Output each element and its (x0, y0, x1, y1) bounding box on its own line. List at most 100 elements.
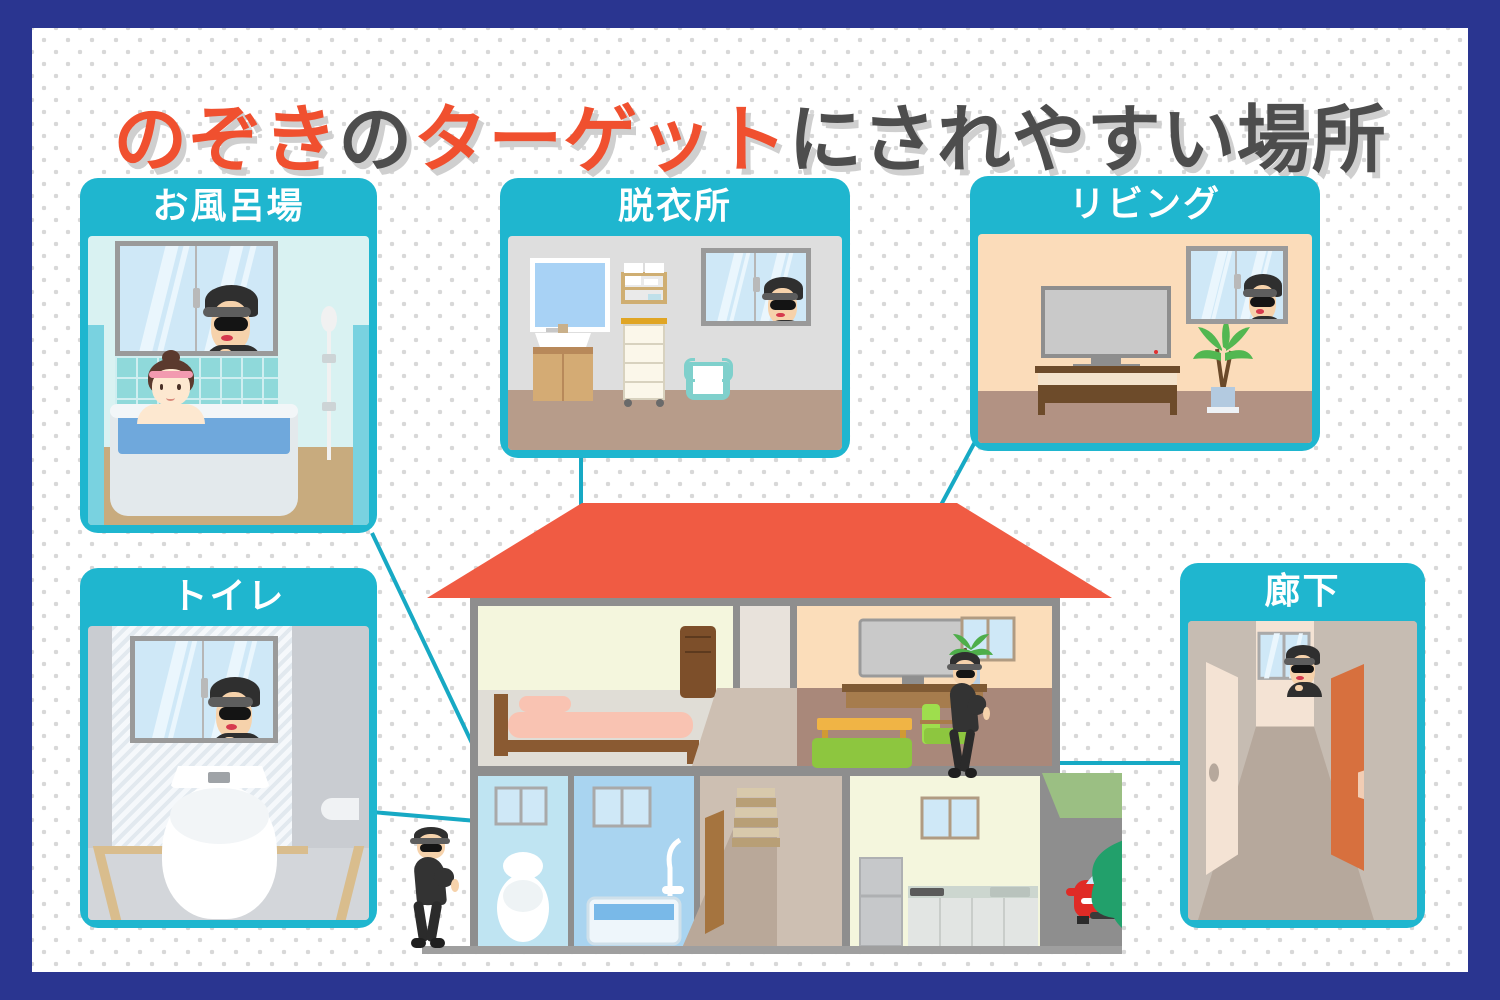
panel-toilet[interactable]: トイレ (80, 568, 377, 928)
shower-hose (327, 330, 331, 460)
eye (177, 384, 181, 390)
bath-wall-edge (353, 325, 369, 525)
toilet-window[interactable] (130, 636, 278, 743)
peeper-mouth (1296, 675, 1304, 680)
cart-wheel (624, 399, 632, 407)
bath-wall-edge (88, 325, 104, 525)
burglar-fist (983, 706, 990, 720)
mouth (165, 395, 176, 402)
peeper-mouth (225, 723, 237, 730)
sunglasses-icon (419, 844, 443, 852)
peeper-body (206, 344, 261, 351)
title-segment-1: のぞき (113, 98, 339, 181)
panel-scene-toilet (88, 626, 369, 920)
armchair-arm (920, 720, 972, 724)
peeping-man-living-room (1242, 270, 1283, 324)
potted-palm (1193, 319, 1253, 415)
house-bath-water (594, 904, 674, 920)
sunglasses-icon (770, 300, 797, 310)
title-segment-3: ターゲット (413, 98, 789, 181)
panel-hallway[interactable]: 廊下 (1180, 563, 1425, 928)
cabinet-line (685, 651, 711, 653)
living-room-window[interactable] (1186, 246, 1288, 324)
window-pane-left (120, 246, 197, 351)
tv-neck (902, 676, 924, 684)
shower-holder (322, 402, 336, 411)
panel-title-hallway: 廊下 (1264, 570, 1341, 611)
changing-room-window[interactable] (701, 248, 811, 326)
peeper-hand (1254, 320, 1264, 324)
living-low-table (817, 718, 912, 730)
burglar-leg (959, 728, 976, 772)
title-segment-2: の (338, 98, 414, 181)
peeper-hand (774, 323, 784, 326)
title-segment-4: にされやすい場所 (788, 98, 1387, 181)
toilet-flush-button[interactable] (208, 772, 230, 783)
peeper-body (1286, 681, 1322, 697)
window-latch-icon (753, 277, 760, 293)
drawer-line (623, 381, 665, 383)
soap-bottle (558, 324, 568, 334)
cap-brim (1284, 658, 1316, 665)
house-faucet (662, 886, 684, 894)
towel (624, 263, 643, 273)
burglar-foot (948, 767, 961, 778)
burglar-fist (451, 879, 460, 892)
page-title: のぞきのターゲットにされやすい場所 (32, 80, 1468, 187)
panel-scene-bathroom (88, 236, 369, 525)
tv-stand-body (1038, 385, 1177, 403)
cutaway-house (422, 488, 1224, 958)
tv-led (1154, 350, 1158, 354)
washbasin (535, 333, 591, 349)
panel-scene-hallway (1188, 621, 1417, 920)
shelf-item (648, 294, 661, 300)
sunglasses-icon (1291, 664, 1314, 674)
mirror-light (546, 328, 562, 332)
panel-bathroom[interactable]: お風呂場 (80, 178, 377, 533)
window-glint (1264, 633, 1280, 679)
laundry-towel (693, 366, 723, 394)
panel-scene-changing-room (508, 236, 842, 450)
vanity-split (562, 354, 564, 401)
tv-stand-top (1035, 366, 1180, 373)
peeper-body (764, 319, 806, 321)
towel (625, 276, 641, 285)
cap-brim (410, 838, 450, 845)
cart-wheel (656, 399, 664, 407)
kitchen-sink (990, 887, 1030, 897)
house-toilet-tank (503, 852, 543, 880)
peeping-man-hallway (1284, 642, 1324, 697)
tv-stand-top (842, 684, 987, 692)
bedroom-cabinet (680, 626, 716, 698)
bed-pillow (519, 696, 571, 712)
tv-neck (1091, 358, 1121, 366)
hall-left-door[interactable] (1206, 661, 1238, 875)
house-shower-hose (666, 837, 682, 896)
vanity-top (533, 347, 593, 354)
panel-changing-room[interactable]: 脱衣所 (500, 178, 850, 458)
peeping-man-bathroom (202, 281, 265, 351)
woman-bathing (136, 349, 206, 424)
peeper-hand (223, 737, 236, 738)
drawer-line (623, 343, 665, 345)
panel-living-room[interactable]: リビング (970, 176, 1320, 451)
bed-frame (494, 740, 694, 752)
hall-right-door[interactable] (1331, 664, 1364, 871)
left-door-knob[interactable] (1209, 763, 1219, 782)
peeper-mouth (775, 312, 785, 318)
right-door-knob[interactable] (1358, 770, 1364, 800)
burglar-on-carport (942, 648, 994, 778)
window-pane-left (1191, 251, 1237, 319)
living-sofa (812, 738, 912, 768)
table-leg (822, 730, 828, 742)
peeping-man-toilet (208, 672, 266, 738)
toilet-seat (170, 788, 269, 844)
tv-stand-shelf (1038, 373, 1177, 385)
headband (149, 371, 193, 379)
house-stairs (732, 788, 780, 847)
window-latch-icon (1234, 274, 1242, 290)
peeper-mouth (221, 335, 233, 342)
bathroom-window[interactable] (115, 241, 278, 356)
house-roof (427, 503, 1112, 598)
